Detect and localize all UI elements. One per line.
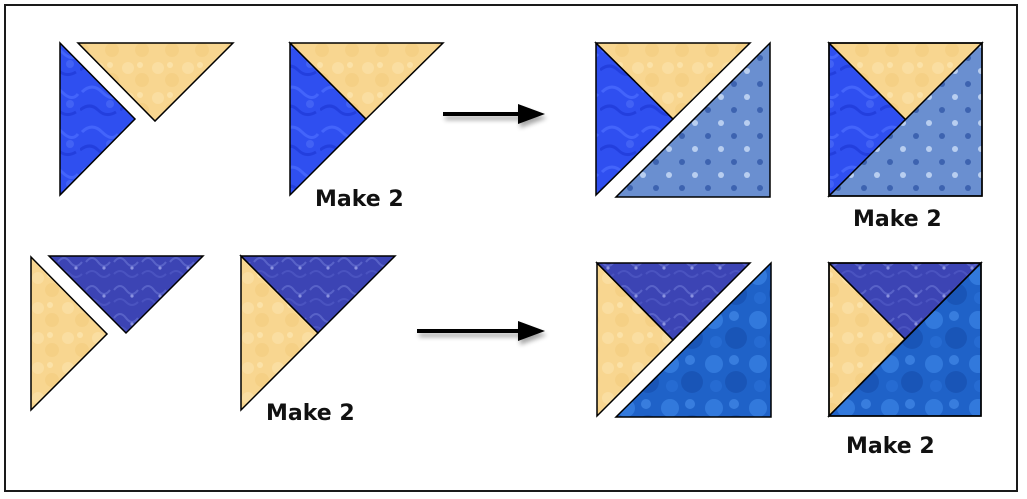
row1-separated-pieces — [59, 41, 235, 197]
yellow-triangle — [288, 42, 445, 121]
row2-assembled-piece — [239, 254, 397, 412]
navy-triangle — [239, 255, 397, 335]
caption-row2-pair: Make 2 — [266, 401, 355, 426]
yellow-triangle — [30, 255, 109, 412]
navy-triangle — [595, 262, 752, 342]
yellow-triangle — [594, 42, 752, 121]
yellow-triangle — [76, 42, 235, 123]
arrow-right-icon — [417, 321, 545, 341]
navy-triangle — [47, 255, 205, 335]
caption-row2-result: Make 2 — [846, 434, 935, 459]
row2-separated-pieces — [30, 255, 205, 412]
row1-result-separated — [594, 41, 771, 198]
arrow-right-icon — [443, 104, 545, 124]
row1-assembled-piece — [288, 41, 445, 197]
row1-result-block — [827, 41, 984, 198]
caption-row1-result: Make 2 — [853, 207, 942, 232]
row2-result-separated — [595, 261, 772, 418]
mottled-blue-triangle — [614, 261, 772, 418]
royal-blue-triangle — [59, 41, 137, 197]
row2-result-block — [827, 261, 983, 418]
dotted-blue-triangle — [614, 41, 771, 198]
caption-row1-pair: Make 2 — [315, 187, 404, 212]
